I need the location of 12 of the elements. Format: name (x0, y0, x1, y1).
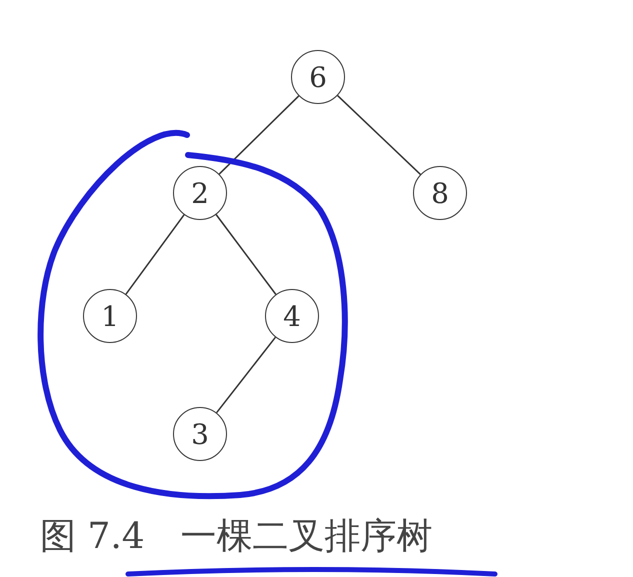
tree-node-circle: 8 (413, 166, 467, 220)
tree-edge (337, 95, 421, 175)
tree-edge (218, 95, 300, 175)
tree-node-circle: 4 (265, 289, 319, 343)
tree-node-circle: 6 (291, 50, 345, 104)
tree-node-circle: 2 (173, 166, 227, 220)
tree-node-circle: 1 (83, 289, 137, 343)
tree-node-circle: 3 (173, 407, 227, 461)
tree-edge (216, 214, 276, 295)
figure-caption: 图 7.4 一棵二叉排序树 (40, 515, 433, 559)
tree-edge (125, 214, 185, 295)
tree-edge (216, 336, 276, 414)
